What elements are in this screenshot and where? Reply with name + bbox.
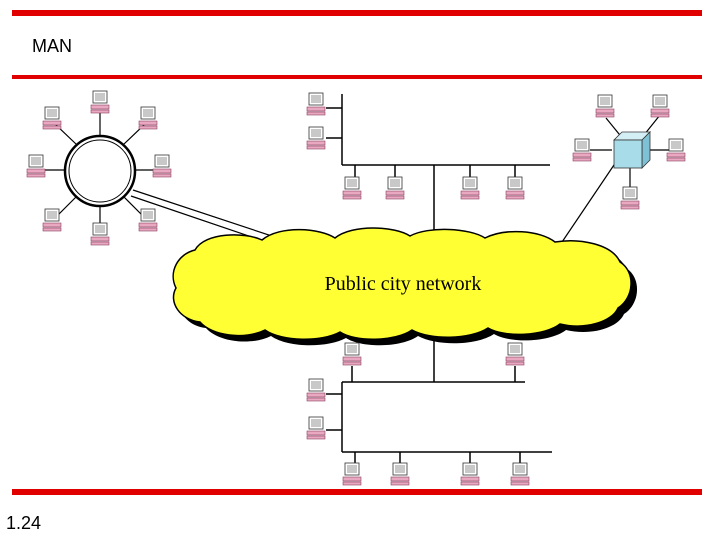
ring-network	[27, 91, 290, 248]
computer-icon	[307, 93, 524, 199]
cloud-label: Public city network	[325, 273, 482, 295]
star-network	[560, 95, 685, 245]
bottom-bus-network	[307, 336, 552, 485]
cloud-icon: Public city network	[173, 228, 637, 345]
computer-icon	[307, 343, 529, 485]
top-bus-network	[307, 93, 550, 232]
switch-box-icon	[614, 132, 650, 168]
